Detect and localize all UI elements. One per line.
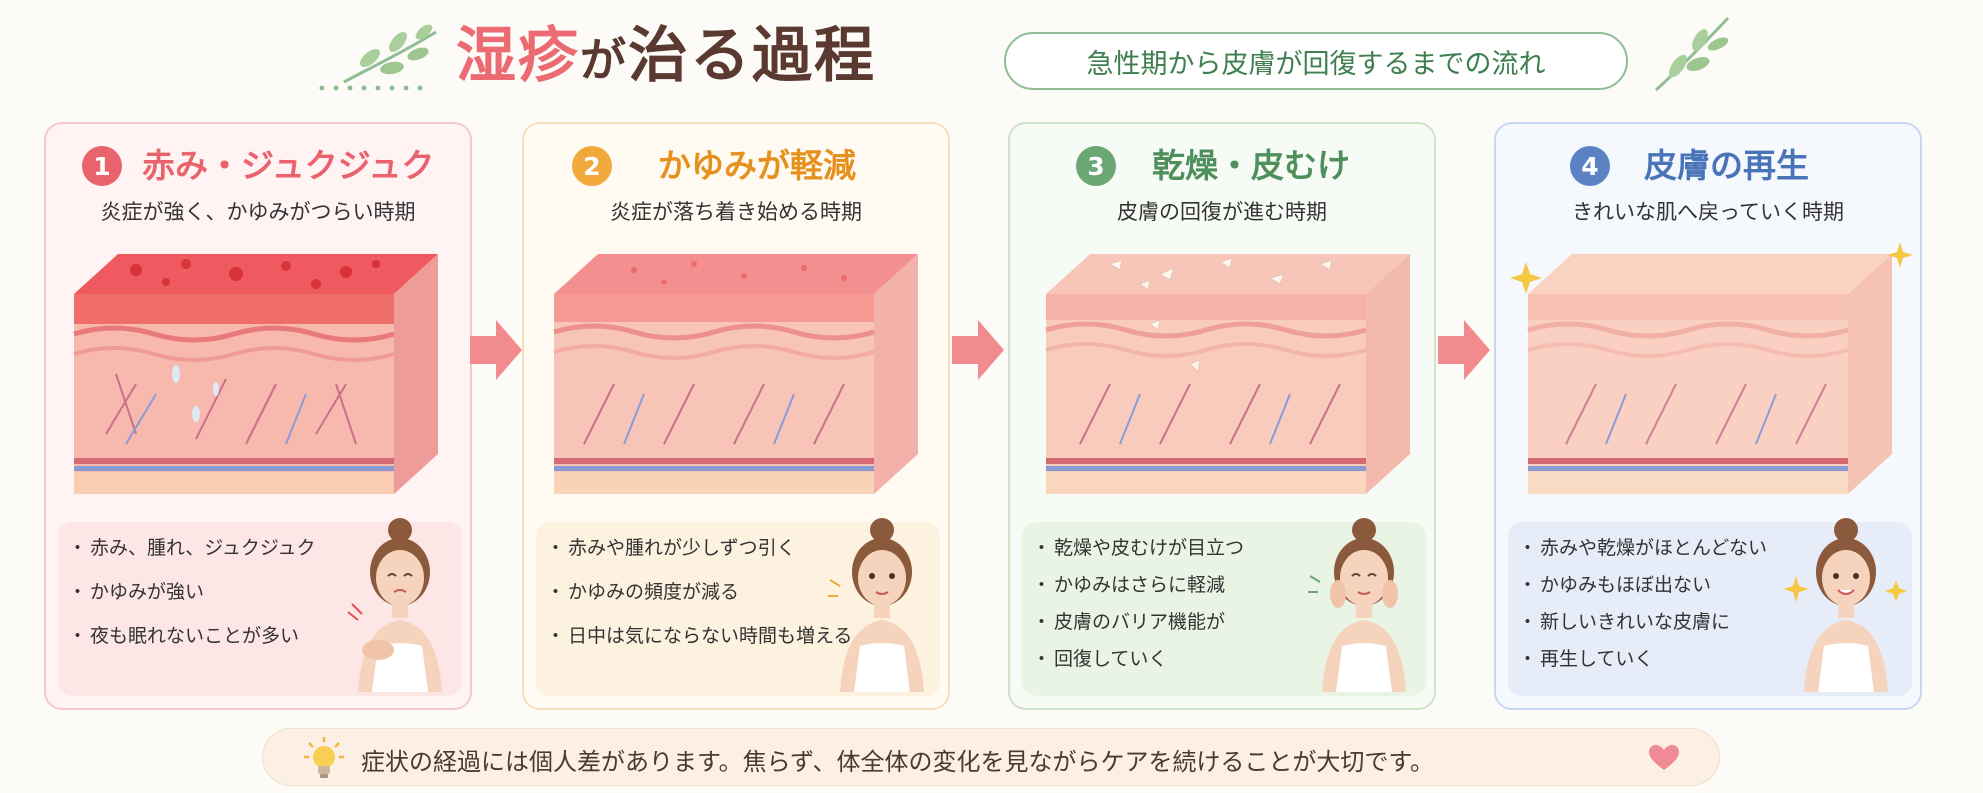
stage-header: 3 乾燥・皮むけ: [1010, 142, 1434, 190]
arrow-right-icon: [470, 320, 522, 380]
stage-card-3: 3 乾燥・皮むけ 皮膚の回復が進む時期 乾燥や皮むけが目立つ かゆみはさらに軽減…: [1008, 122, 1436, 710]
stage-number-badge: 1: [82, 146, 122, 186]
arrow-right-icon: [952, 320, 1004, 380]
stage-title: かゆみが軽減: [658, 146, 856, 185]
stage-subtitle: きれいな肌へ戻っていく時期: [1572, 200, 1844, 224]
symptom-item: 赤み、腫れ、ジュクジュク: [68, 536, 316, 560]
stage-subtitle: 炎症が強く、かゆみがつらい時期: [100, 200, 416, 224]
symptom-item-continued: 再生していく: [1518, 647, 1767, 671]
title-particle: が: [580, 33, 628, 87]
stage-title: 赤み・ジュクジュク: [142, 146, 435, 185]
symptom-item: かゆみの頻度が減る: [546, 580, 852, 604]
symptom-list: 赤みや乾燥がほとんどない かゆみもほぼ出ない 新しいきれいな皮膚に 再生していく: [1518, 536, 1767, 684]
stage-info-box: 赤みや腫れが少しずつ引く かゆみの頻度が減る 日中は気にならない時間も増える: [536, 518, 940, 696]
symptom-item: 赤みや乾燥がほとんどない: [1518, 536, 1767, 560]
page-title: 湿疹が治る過程: [456, 16, 876, 100]
arrow-right-icon: [1438, 320, 1490, 380]
stage-header: 4 皮膚の再生: [1496, 142, 1920, 190]
skin-cross-section-calming: [553, 254, 918, 494]
stage-header: 1 赤み・ジュクジュク: [46, 142, 470, 190]
stage-info-box: 赤み、腫れ、ジュクジュク かゆみが強い 夜も眠れないことが多い: [58, 518, 462, 696]
stage-title: 皮膚の再生: [1644, 146, 1809, 185]
stage-number-badge: 4: [1570, 146, 1610, 186]
symptom-item: 夜も眠れないことが多い: [68, 624, 316, 648]
lightbulb-icon: [304, 737, 344, 778]
stage-info-box: 赤みや乾燥がほとんどない かゆみもほぼ出ない 新しいきれいな皮膚に 再生していく: [1508, 518, 1912, 696]
stage-info-box: 乾燥や皮むけが目立つ かゆみはさらに軽減 皮膚のバリア機能が 回復していく: [1022, 518, 1426, 696]
symptom-item: かゆみはさらに軽減: [1032, 573, 1244, 597]
skin-cross-section-peeling: [1045, 254, 1410, 494]
stage-card-2: 2 かゆみが軽減 炎症が落ち着き始める時期 赤みや腫れが少しずつ引く かゆみの頻…: [522, 122, 950, 710]
woman-itching-illustration: [347, 518, 442, 692]
title-accent: 湿疹: [456, 21, 580, 91]
symptom-item: 赤みや腫れが少しずつ引く: [546, 536, 852, 560]
woman-smiling-illustration: [1784, 518, 1907, 692]
footer-note: 症状の経過には個人差があります。焦らず、体全体の変化を見ながらケアを続けることが…: [262, 728, 1720, 786]
stage-card-4: 4 皮膚の再生 きれいな肌へ戻っていく時期 赤みや乾燥がほとんどない かゆみもほ…: [1494, 122, 1922, 710]
woman-calm-illustration: [828, 518, 924, 692]
symptom-list: 赤み、腫れ、ジュクジュク かゆみが強い 夜も眠れないことが多い: [68, 536, 316, 668]
stage-card-1: 1 赤み・ジュクジュク 炎症が強く、かゆみがつらい時期 赤み、腫れ、ジュクジュク…: [44, 122, 472, 710]
symptom-item: 新しいきれいな皮膚に: [1518, 610, 1767, 634]
header: 湿疹が治る過程 急性期から皮膚が回復するまでの流れ: [0, 0, 1983, 112]
stage-title: 乾燥・皮むけ: [1152, 146, 1350, 185]
leaf-sprig-icon: [343, 24, 437, 84]
stage-number-badge: 2: [572, 146, 612, 186]
woman-touching-face-illustration: [1308, 518, 1406, 692]
symptom-item: かゆみが強い: [68, 580, 316, 604]
subtitle-pill: 急性期から皮膚が回復するまでの流れ: [1004, 32, 1628, 90]
dotted-line-decoration: [319, 85, 423, 91]
stage-subtitle: 皮膚の回復が進む時期: [1117, 200, 1327, 224]
leaf-sprig-icon: [1654, 16, 1730, 92]
symptom-item: かゆみもほぼ出ない: [1518, 573, 1767, 597]
symptom-item: 乾燥や皮むけが目立つ: [1032, 536, 1244, 560]
stage-number-badge: 3: [1076, 146, 1116, 186]
footer-note-text: 症状の経過には個人差があります。焦らず、体全体の変化を見ながらケアを続けることが…: [361, 748, 1435, 776]
stage-header: 2 かゆみが軽減: [524, 142, 948, 190]
skin-cross-section-inflamed: [73, 254, 438, 494]
title-rest: 治る過程: [628, 21, 876, 91]
symptom-item: 皮膚のバリア機能が: [1032, 610, 1244, 634]
symptom-item: 日中は気にならない時間も増える: [546, 624, 852, 648]
heart-icon: [1649, 745, 1679, 770]
page-subtitle: 急性期から皮膚が回復するまでの流れ: [1086, 48, 1546, 80]
stage-subtitle: 炎症が落ち着き始める時期: [610, 200, 862, 224]
symptom-item-continued: 回復していく: [1032, 647, 1244, 671]
symptom-list: 赤みや腫れが少しずつ引く かゆみの頻度が減る 日中は気にならない時間も増える: [546, 536, 852, 668]
skin-cross-section-healthy: [1510, 242, 1913, 494]
symptom-list: 乾燥や皮むけが目立つ かゆみはさらに軽減 皮膚のバリア機能が 回復していく: [1032, 536, 1244, 684]
